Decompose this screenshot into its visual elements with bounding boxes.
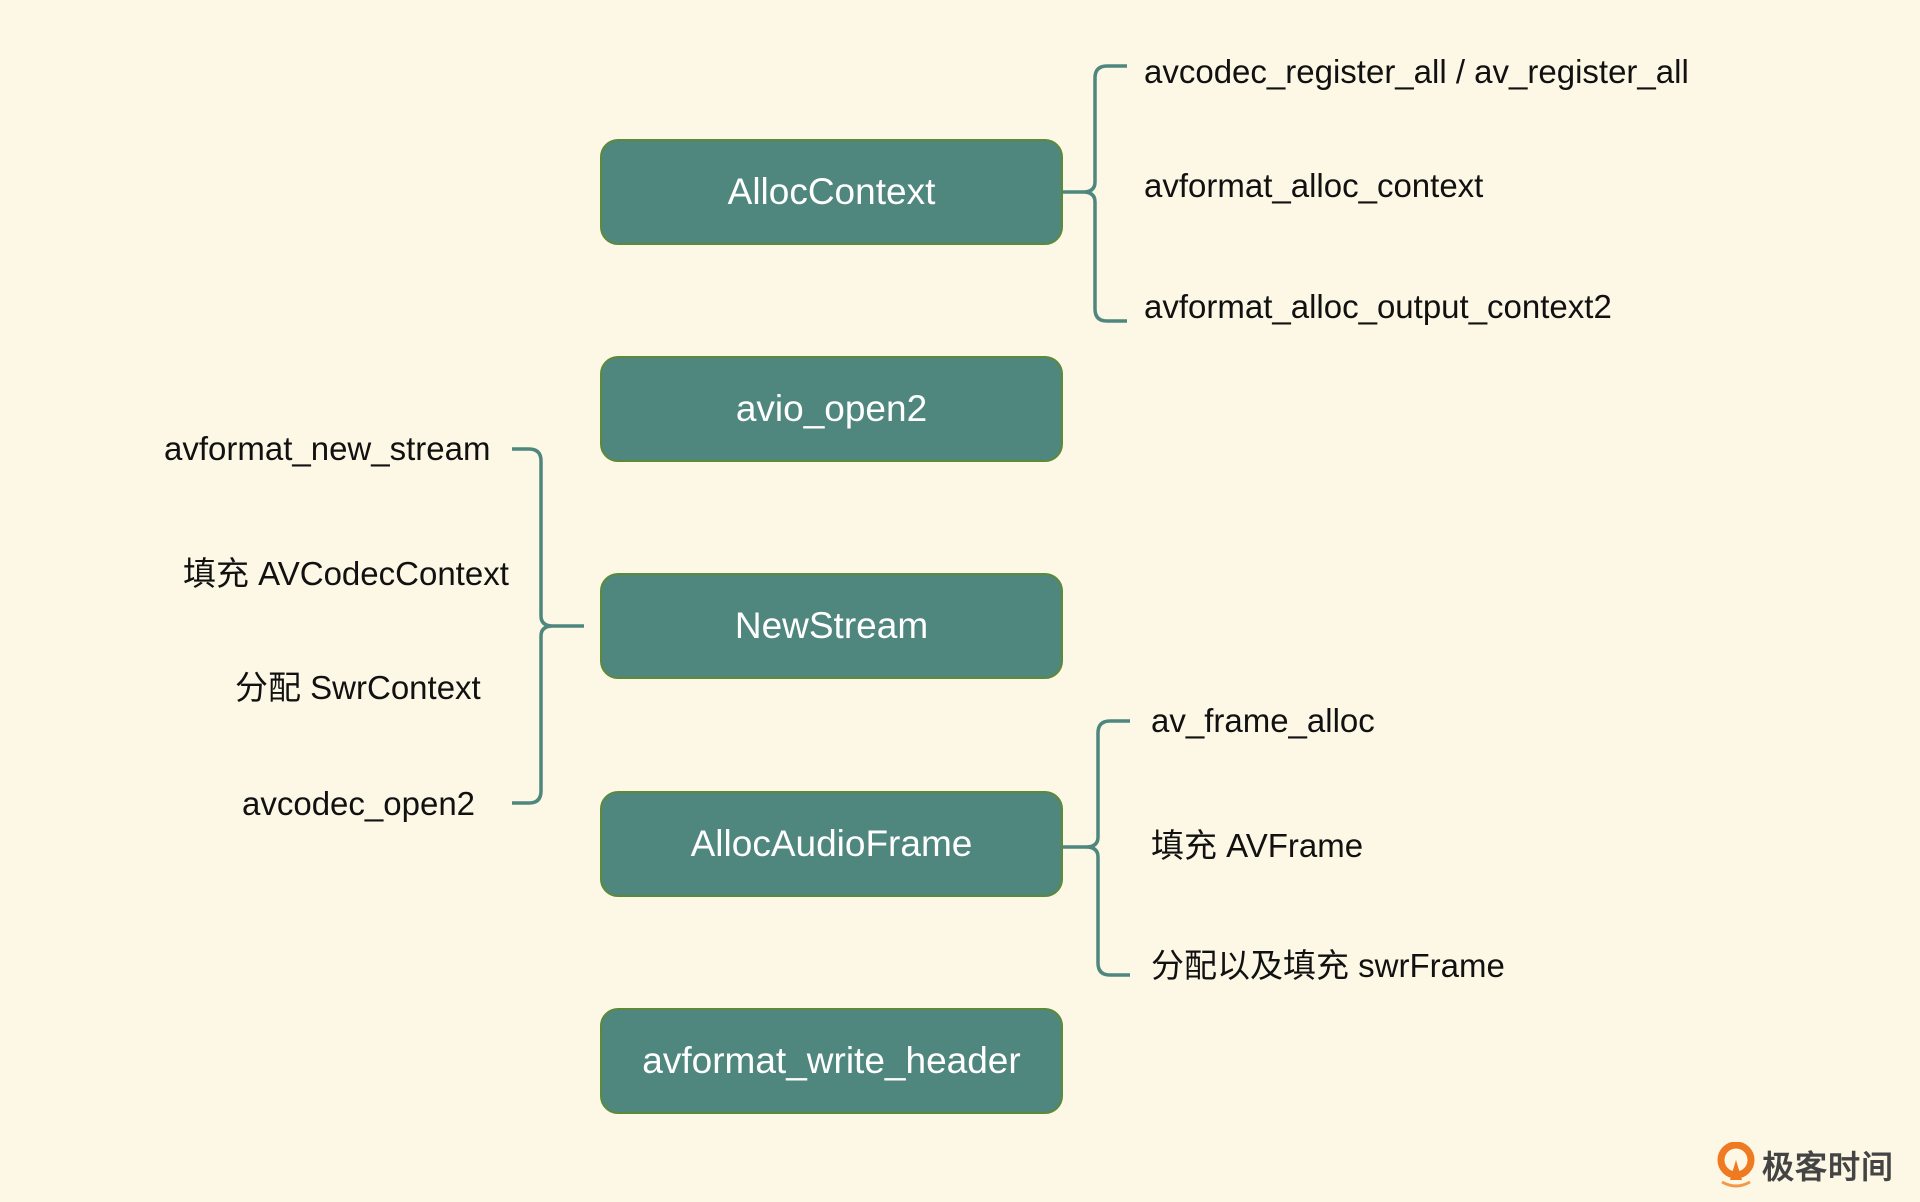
step-avio-open2: avio_open2 [600,356,1063,462]
detail-label: av_frame_alloc [1151,702,1375,739]
step-alloc-context: AllocContext [600,139,1063,245]
step-label: AllocAudioFrame [690,823,973,864]
geektime-logo-icon [1717,1142,1755,1188]
logo-text: 极客时间 [1762,1149,1895,1185]
bracket-alloc-audio-frame [1063,719,1130,977]
step-alloc-audio-frame: AllocAudioFrame [600,791,1063,897]
geektime-logo: 极客时间 [1716,1142,1894,1188]
step-label: NewStream [734,605,929,646]
detail-label: 填充 AVFrame [1151,827,1364,864]
detail-label: 填充 AVCodecContext [183,555,509,592]
bracket-new-stream [512,447,584,805]
step-avformat-write-header: avformat_write_header [600,1008,1063,1114]
detail-label: avformat_new_stream [164,430,491,467]
detail-label: avcodec_open2 [242,785,476,822]
bracket-alloc-context [1063,64,1127,323]
detail-label: 分配以及填充 swrFrame [1151,947,1505,984]
step-label: avio_open2 [735,388,928,429]
step-label: AllocContext [727,171,936,212]
detail-label: 分配 SwrContext [235,669,481,706]
detail-label: avformat_alloc_output_context2 [1144,288,1612,325]
detail-label: avcodec_register_all / av_register_all [1144,53,1689,90]
detail-label: avformat_alloc_context [1144,167,1484,204]
step-label: avformat_write_header [642,1040,1021,1081]
step-new-stream: NewStream [600,573,1063,679]
